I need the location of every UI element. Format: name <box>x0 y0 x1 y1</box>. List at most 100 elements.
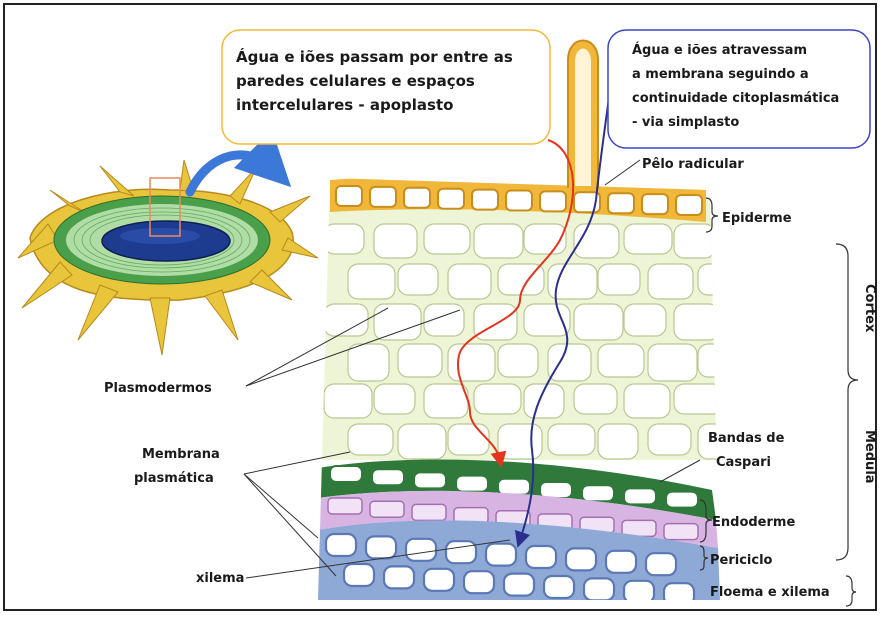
cortex-cell <box>423 223 471 255</box>
simplasto-line-4: - via simplasto <box>632 115 739 130</box>
cortex-cell <box>447 263 492 300</box>
cortex-cell <box>573 303 624 341</box>
cortex-cell <box>347 263 396 300</box>
endodermis-cell <box>497 477 531 496</box>
xylem-cell <box>342 562 376 588</box>
cortex-cell <box>473 383 522 415</box>
cortex-cell <box>347 343 390 382</box>
endodermis-cell <box>539 481 573 499</box>
xylem-cell <box>564 547 598 572</box>
cortex-cell <box>623 223 673 255</box>
bandas-caspari-line-2: Caspari <box>716 455 771 470</box>
cortex-cell <box>373 223 418 259</box>
endoderme-label: Endoderme <box>712 515 795 530</box>
cortex-cell <box>647 263 694 300</box>
cortex-cell <box>347 423 394 456</box>
epidermis-cell <box>471 188 499 211</box>
endodermis-cell <box>665 490 699 509</box>
periciclo-brace <box>699 545 709 571</box>
cortex-cell <box>373 303 422 341</box>
cortex-cell <box>373 383 416 415</box>
simplasto-line-2: a membrana seguindo a <box>632 67 809 82</box>
epidermis-cell <box>607 192 635 215</box>
xylem-cell <box>502 572 536 597</box>
cortex-cell <box>697 343 720 378</box>
cortex-cell <box>497 423 543 460</box>
pericycle-cell <box>411 503 447 522</box>
epidermis-cell <box>437 187 465 210</box>
simplasto-line-1: Água e iões atravessam <box>632 42 807 58</box>
bandas-caspari-line-1: Bandas de <box>708 431 785 446</box>
xylem-cell <box>582 577 616 600</box>
cortex-cell <box>673 383 720 415</box>
xilema-label: xilema <box>196 571 244 586</box>
apoplasto-path <box>457 139 575 468</box>
root-thumbnail <box>17 159 319 356</box>
epiderme-label: Epiderme <box>722 211 792 226</box>
cortex-cell <box>547 423 596 456</box>
simplasto-callout: Água e iões atravessam a membrana seguin… <box>607 29 871 149</box>
floema-xilema-label: Floema e xilema <box>710 585 830 600</box>
xylem-cell <box>662 582 696 600</box>
cortex-cell <box>673 223 716 259</box>
epidermis-cell <box>335 185 363 207</box>
cortex-cell <box>523 303 571 337</box>
cortex-cell <box>597 263 641 296</box>
cortex-cell <box>597 343 645 378</box>
cortex-cell <box>697 423 720 460</box>
xylem-cell <box>462 570 496 595</box>
xylem-cell <box>404 537 438 562</box>
xylem-cell <box>542 574 576 600</box>
floema-xilema-brace <box>845 575 857 607</box>
cortex-cell <box>573 383 618 415</box>
cortex-cell <box>597 423 639 460</box>
epidermis-cell <box>505 189 533 212</box>
membrana-plasmatica-line-2: plasmática <box>134 471 214 486</box>
membrana-plasmatica-line-1: Membrana <box>142 447 220 462</box>
plasmodermos-label: Plasmodermos <box>104 381 212 396</box>
xylem-cell <box>484 542 518 567</box>
pericycle-cell <box>327 497 363 515</box>
endoderme-brace <box>699 499 713 543</box>
cortex-cell <box>497 343 539 378</box>
cortex-brace <box>835 243 859 561</box>
cortex-cell <box>397 423 447 460</box>
cortex-cell <box>447 343 496 382</box>
cortex-cell <box>473 303 518 341</box>
epidermis-cell <box>369 185 397 208</box>
xylem-cell <box>422 567 456 592</box>
periciclo-label: Periciclo <box>710 553 773 568</box>
epiderme-brace <box>705 197 719 233</box>
cortex-cell <box>423 303 465 337</box>
epidermis-cell <box>539 190 567 213</box>
pelo-radicular-label: Pêlo radicular <box>642 157 744 172</box>
xylem-cell <box>444 540 478 565</box>
medula-label: Medula <box>862 430 877 484</box>
cortex-cell <box>647 343 698 382</box>
cortex-label: Cortex <box>862 284 877 333</box>
tissue-section <box>318 178 720 600</box>
svg-text:Água e iões passam por entre a: Água e iões passam por entre as paredes … <box>236 47 518 114</box>
pericycle-cell <box>369 500 405 518</box>
pericycle-cell <box>663 522 699 541</box>
epidermis-cell <box>403 186 431 209</box>
svg-text:Bandas de Caspari: Bandas de Caspari <box>708 431 789 470</box>
zoom-arrow <box>185 129 292 197</box>
epidermis-cell <box>675 194 703 216</box>
cortex-cell <box>623 303 667 337</box>
cortex-cell <box>647 423 692 456</box>
xylem-cell <box>324 532 358 558</box>
cortex-cell <box>697 263 720 296</box>
endodermis-cell <box>413 471 447 490</box>
apoplasto-callout: Água e iões passam por entre as paredes … <box>221 29 551 145</box>
endodermis-cell <box>371 468 405 487</box>
cortex-cell <box>473 223 524 259</box>
cortex-cell <box>623 383 671 419</box>
apoplasto-line-2: paredes celulares e espaços <box>236 72 475 90</box>
cortex-cell <box>397 343 443 378</box>
xylem-cell <box>364 535 398 560</box>
svg-text:Água e iões atravessam a: Água e iões atravessam a membrana seguin… <box>632 42 844 130</box>
epidermis-cell <box>641 193 669 216</box>
cortex-cell <box>323 383 373 419</box>
